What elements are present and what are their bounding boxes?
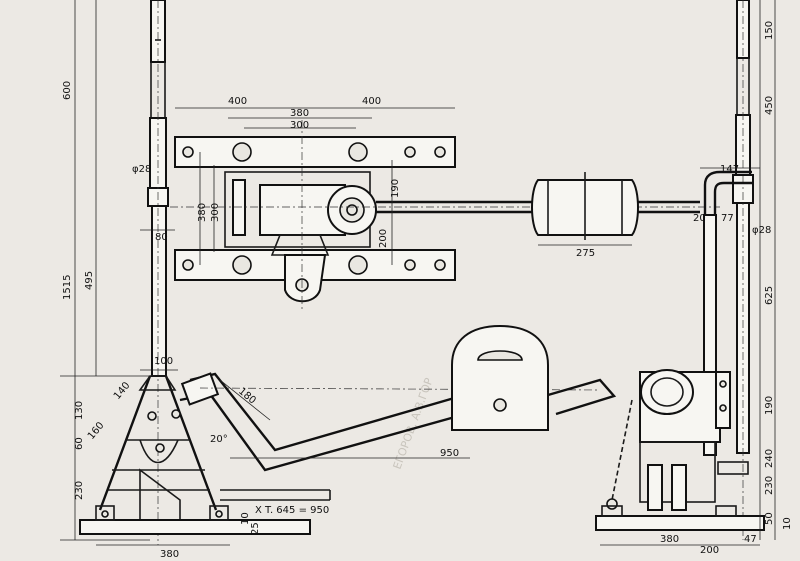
dim-right-20: 20 xyxy=(693,213,706,224)
right-handle-inner xyxy=(713,181,752,215)
right-handle-top xyxy=(703,170,752,215)
right-chain-anchor xyxy=(606,498,618,510)
dim-right-230: 230 xyxy=(764,476,775,495)
right-side-elevation: 147 20 77 φ28 150 450 625 190 240 230 50… xyxy=(595,0,793,556)
dim-right-240: 240 xyxy=(764,449,775,468)
plan-hook-lug xyxy=(284,254,327,303)
arm-end-tip xyxy=(547,378,617,416)
dim-top-400-left: 400 xyxy=(228,96,247,107)
dim-right-450: 450 xyxy=(764,96,775,115)
dim-right-10: 10 xyxy=(782,517,793,530)
right-plate-bolt-2 xyxy=(719,404,727,412)
stand-arch xyxy=(139,439,179,464)
dim-130: 130 xyxy=(74,401,85,420)
right-drum xyxy=(640,369,694,415)
dim-diam28: φ28 xyxy=(132,164,151,175)
right-chain xyxy=(611,399,633,501)
dim-right-150: 150 xyxy=(764,21,775,40)
dim-right-50: 50 xyxy=(764,512,775,525)
right-drum-side-plate xyxy=(715,371,731,429)
left-side-elevation: 600 1515 495 130 60 230 10 25 φ28 80 100… xyxy=(60,0,617,560)
dim-495: 495 xyxy=(84,271,95,290)
dim-top-380: 380 xyxy=(290,108,309,119)
lower-bar xyxy=(220,489,330,501)
dim-80: 80 xyxy=(155,232,168,243)
stand-bolt-3 xyxy=(155,443,165,453)
dim-top-300: 300 xyxy=(290,120,309,131)
dim-right-625: 625 xyxy=(764,286,775,305)
plan-hole-top-3 xyxy=(404,146,416,158)
dim-plan-190: 190 xyxy=(390,179,401,198)
right-base-plate xyxy=(595,515,765,531)
dim-60: 60 xyxy=(74,437,85,450)
stand-head xyxy=(138,375,177,391)
right-roller-1 xyxy=(647,464,663,511)
sliding-weight: 275 xyxy=(531,172,639,259)
plan-bolt-tl xyxy=(232,142,252,162)
rod-top-cap xyxy=(150,0,166,63)
right-drum-inner xyxy=(650,377,684,407)
plan-gear-guard xyxy=(270,234,330,256)
plan-hole-bot-3 xyxy=(404,259,416,271)
right-plate-bolt-1 xyxy=(719,380,727,388)
dim-plan-200: 200 xyxy=(378,229,389,248)
counterweight-handle-hole xyxy=(477,350,523,361)
plan-drum-axle xyxy=(346,204,358,216)
dim-weight-275: 275 xyxy=(576,248,595,259)
base-bolt-right xyxy=(215,510,223,518)
base-bolt-left xyxy=(101,510,109,518)
plan-bolt-br xyxy=(348,255,368,275)
dim-230: 230 xyxy=(74,481,85,500)
plan-hole-top-1 xyxy=(182,146,194,158)
dim-line-180 xyxy=(219,379,271,421)
dim-right-190: 190 xyxy=(764,396,775,415)
dim-600: 600 xyxy=(62,81,73,100)
base-foot-left xyxy=(95,505,115,521)
dim-arm-950: 950 xyxy=(440,448,459,459)
dim-right-147: 147 xyxy=(720,164,739,175)
counterweight-pin xyxy=(493,398,507,412)
base-foot-right xyxy=(209,505,229,521)
dim-base-380: 380 xyxy=(160,549,179,560)
right-roller-2 xyxy=(671,464,687,511)
dim-10: 10 xyxy=(240,512,251,525)
dim-top-400-right: 400 xyxy=(362,96,381,107)
dim-160: 160 xyxy=(86,420,107,442)
dim-right-base-380: 380 xyxy=(660,534,679,545)
dim-right-base-200: 200 xyxy=(700,545,719,556)
plan-view: 400 400 380 300 380 300 190 200 xyxy=(170,96,720,310)
plan-hole-bot-1 xyxy=(182,259,194,271)
right-bracket xyxy=(717,461,749,475)
stand-bolt-2 xyxy=(171,409,181,419)
right-base-foot-2 xyxy=(715,505,737,517)
plan-hole-top-2 xyxy=(434,146,446,158)
lever-centerline xyxy=(199,387,601,391)
dim-arm-note: X T. 645 = 950 xyxy=(255,505,329,516)
plan-frame-side-left xyxy=(232,179,246,236)
plan-bolt-tr xyxy=(348,142,368,162)
arm-counterweight xyxy=(451,324,549,431)
right-base-foot-1 xyxy=(601,505,623,517)
dim-right-47: 47 xyxy=(744,534,757,545)
lever-arm-bottom-edge xyxy=(179,392,481,472)
dim-100: 100 xyxy=(154,356,173,367)
plan-bolt-bl xyxy=(232,255,252,275)
dim-plan-380: 380 xyxy=(197,203,208,222)
dim-140: 140 xyxy=(112,380,133,402)
stand-braces xyxy=(108,439,210,491)
base-plate-left xyxy=(79,519,311,535)
stand-bolt-1 xyxy=(147,411,157,421)
dim-right-77: 77 xyxy=(721,213,734,224)
lever-pivot-block xyxy=(180,372,220,406)
dim-1515: 1515 xyxy=(62,275,73,300)
stand-outer-legs xyxy=(98,375,218,511)
plan-hole-bot-2 xyxy=(434,259,446,271)
dim-25: 25 xyxy=(250,522,261,535)
dim-plan-300: 300 xyxy=(210,203,221,222)
dim-angle: 20° xyxy=(210,434,228,445)
stand-foot-block xyxy=(139,468,181,521)
dim-right-diam28: φ28 xyxy=(752,225,771,236)
